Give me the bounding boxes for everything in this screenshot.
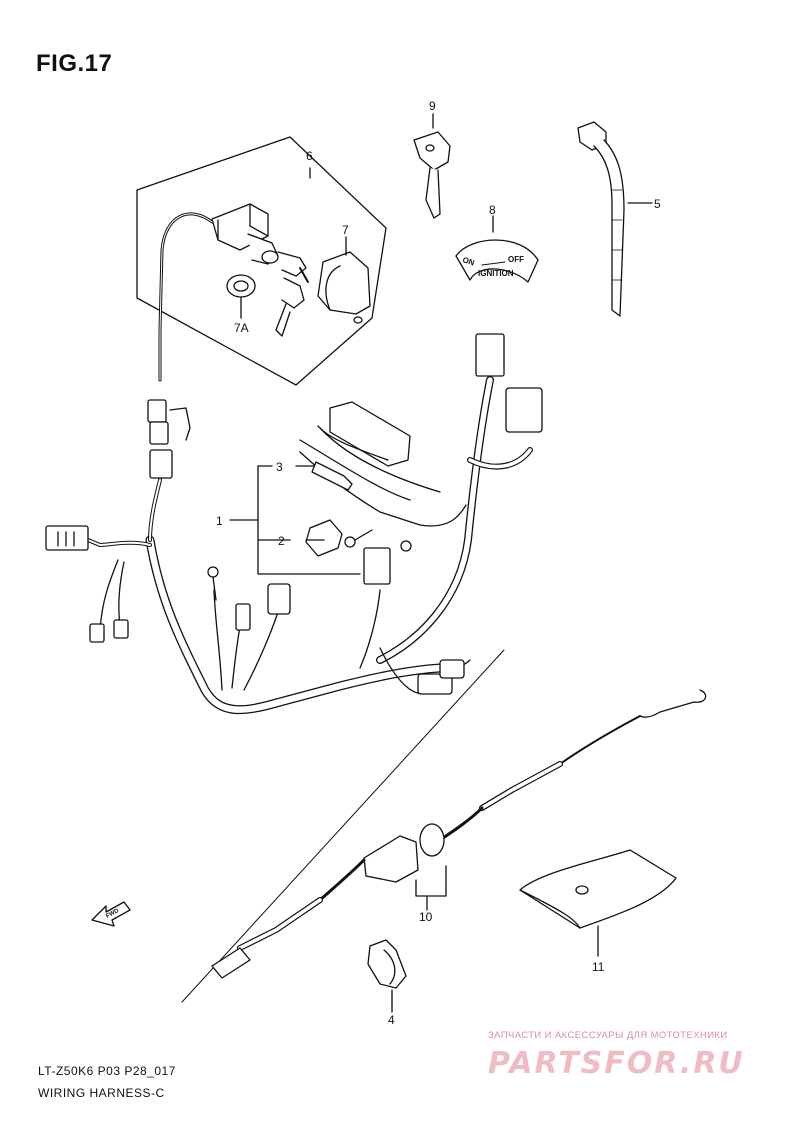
decal-ignition-text: IGNITION (478, 269, 514, 278)
main-harness (86, 376, 533, 715)
decal-on-text: ON (461, 255, 475, 267)
watermark-site: PARTSFOR.RU (488, 1046, 745, 1081)
fwd-arrow-icon: FWD (91, 901, 131, 927)
sensor-cable (181, 649, 707, 1003)
callout-1: 1 (216, 514, 223, 528)
insulator-sheet (519, 849, 677, 957)
ignition-decal: ON OFF IGNITION (455, 215, 539, 283)
callout-2: 2 (278, 534, 285, 548)
callout-6: 6 (306, 149, 313, 163)
callout-7a: 7A (234, 321, 249, 335)
key (413, 113, 451, 219)
harness-connectors (45, 333, 543, 695)
decal-off-text: OFF (508, 255, 524, 264)
ignition-kit-box (136, 136, 387, 386)
figure-caption: WIRING HARNESS-C (38, 1086, 165, 1100)
model-code: LT-Z50K6 P03 P28_017 (38, 1064, 176, 1078)
cable-tie (577, 121, 653, 317)
callout-3: 3 (276, 460, 283, 474)
callout-8: 8 (489, 203, 496, 217)
callout-7: 7 (342, 223, 349, 237)
ignition-switch (158, 203, 371, 382)
callout-5: 5 (654, 197, 661, 211)
clamp (367, 939, 407, 1013)
callout-10: 10 (419, 910, 433, 924)
callout-9: 9 (429, 99, 436, 113)
callout-11: 11 (592, 960, 605, 974)
watermark-tagline: ЗАПЧАСТИ И АКСЕССУАРЫ ДЛЯ МОТОТЕХНИКИ (488, 1030, 728, 1041)
fuse-and-holder (229, 461, 361, 575)
figure-title: FIG.17 (36, 50, 113, 77)
callout-4: 4 (388, 1013, 395, 1027)
